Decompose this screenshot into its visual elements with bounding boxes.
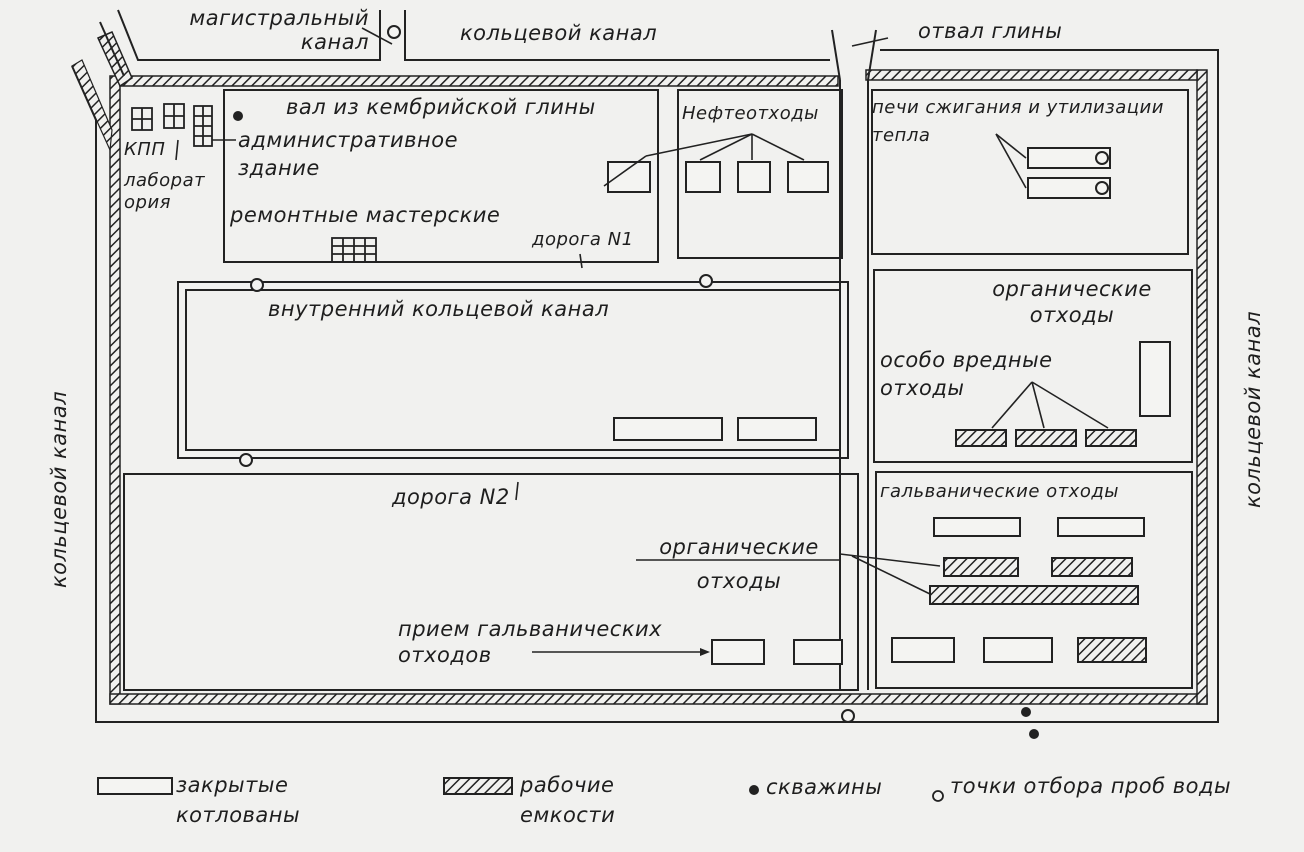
main-canal-label: магистральный канал: [189, 6, 369, 54]
road-2-label: дорога N2: [392, 485, 510, 509]
closed-pits: [607, 147, 1171, 665]
ring-canal-top-label: кольцевой канал: [460, 21, 658, 45]
wells: [233, 111, 1039, 739]
oil-waste-label: Нефтеотходы: [682, 103, 819, 124]
furnaces-label: печи сжигания и утилизации тепла: [872, 97, 1164, 146]
section-outlines: [123, 89, 1193, 691]
repair-shops-label: ремонтные мастерские: [230, 203, 501, 227]
galvanic-intake-label: прием гальванических отходов: [398, 617, 663, 667]
clay-rampart-label: вал из кембрийской глины: [286, 95, 596, 119]
legend-wells-label: скважины: [766, 775, 883, 799]
working-tanks: [929, 429, 1147, 663]
admin-building-label: административное здание: [238, 128, 458, 180]
hazardous-waste-label: особо вредные отходы: [880, 348, 1053, 400]
legend-closed-pits-label: закрытые котлованы: [176, 773, 301, 827]
galvanic-waste-label: гальванические отходы: [880, 481, 1119, 502]
sampling-points: [239, 25, 855, 723]
clay-dump-label: отвал глины: [918, 19, 1063, 43]
organic-waste-lower-label: органические отходы: [659, 535, 819, 593]
legend-symbols: [97, 777, 944, 802]
legend-working-tanks-label: рабочие емкости: [520, 773, 616, 827]
laboratory-label: лаборатория: [124, 170, 206, 213]
organic-waste-right-label: органические отходы: [992, 277, 1152, 327]
inner-ring-canal-label: внутренний кольцевой канал: [268, 297, 610, 321]
leader-lines: [175, 27, 1109, 656]
checkpoint-label: КПП: [124, 139, 166, 160]
ring-canal-right-label: кольцевой канал: [1241, 310, 1265, 508]
buildings: [131, 103, 377, 263]
road-1-label: дорога N1: [532, 229, 634, 250]
legend-sampling-points-label: точки отбора проб воды: [950, 774, 1232, 798]
furnace-circles: [1095, 151, 1109, 195]
perimeter-wall: [71, 31, 1208, 705]
ring-canal-left-label: кольцевой канал: [47, 390, 71, 588]
